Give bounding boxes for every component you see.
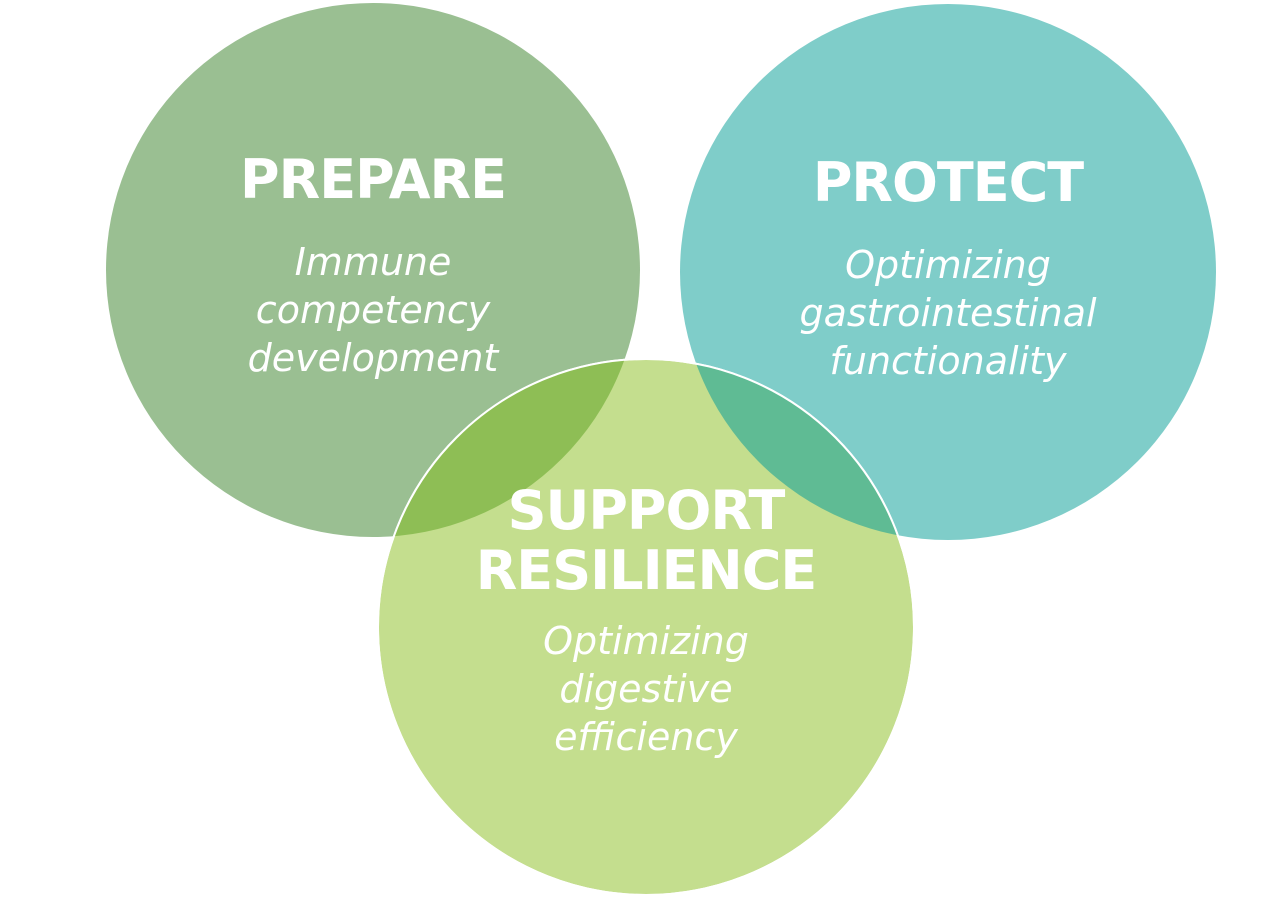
prepare-subtitle: Immune competency development: [173, 238, 573, 382]
support-subtitle: Optimizing digestive efficiency: [446, 617, 846, 761]
protect-label: PROTECT Optimizing gastrointestinal func…: [748, 153, 1148, 385]
support-label: SUPPORT RESILIENCE Optimizing digestive …: [446, 481, 846, 761]
protect-circle: [680, 4, 1216, 540]
prepare-label: PREPARE Immune competency development: [173, 150, 573, 382]
prepare-support-overlap: [378, 359, 640, 537]
support-title-line: SUPPORT: [507, 479, 786, 542]
subtitle-line: gastrointestinal: [799, 291, 1097, 335]
subtitle-line: efficiency: [554, 715, 738, 759]
subtitle-line: digestive: [559, 667, 733, 711]
subtitle-line: competency: [255, 288, 491, 332]
protect-subtitle: Optimizing gastrointestinal functionalit…: [748, 241, 1148, 385]
protect-title: PROTECT: [812, 151, 1084, 214]
subtitle-line: Optimizing: [543, 619, 749, 663]
support-title-line: RESILIENCE: [475, 539, 818, 602]
subtitle-line: Immune: [294, 240, 452, 284]
subtitle-line: development: [247, 336, 499, 380]
prepare-title: PREPARE: [240, 148, 507, 211]
subtitle-line: Optimizing: [845, 243, 1051, 287]
support-circle-outline: [377, 358, 915, 896]
subtitle-line: functionality: [829, 339, 1067, 383]
